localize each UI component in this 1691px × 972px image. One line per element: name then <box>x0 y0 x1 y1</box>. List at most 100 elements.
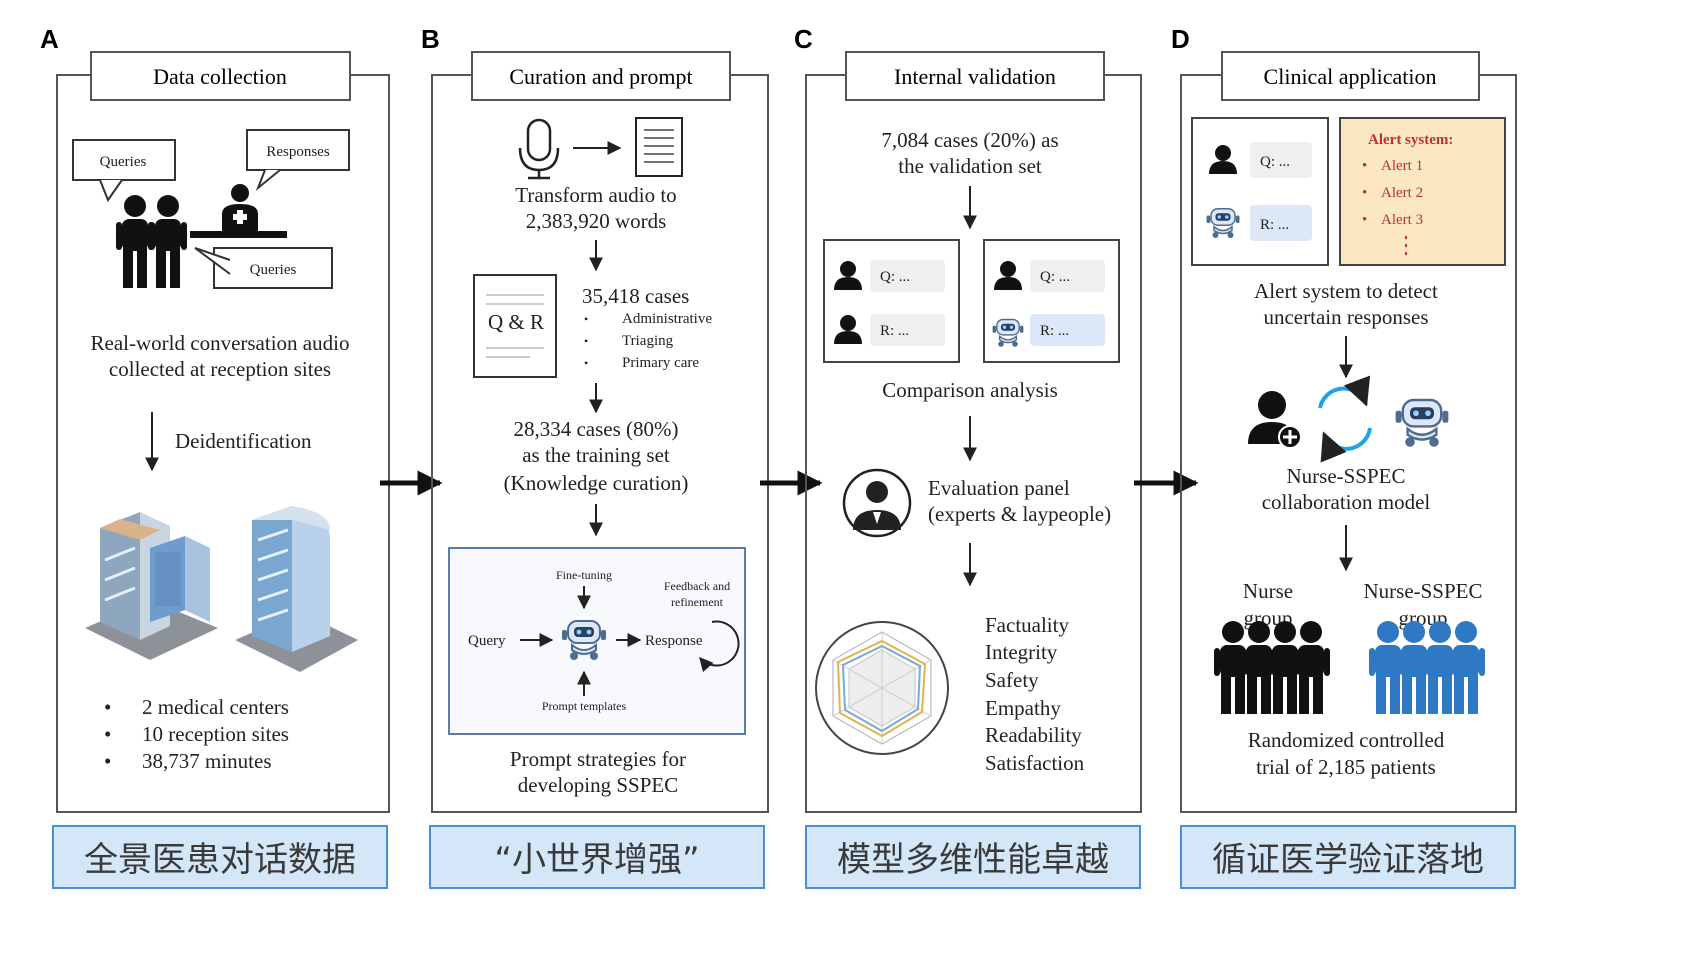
metric-safety: Safety <box>985 668 1039 692</box>
comparison-label: Comparison analysis <box>882 378 1058 402</box>
response-label: Response <box>645 633 703 649</box>
bullet-dot: • <box>104 749 111 773</box>
alert-title: Alert system: <box>1368 132 1453 148</box>
alert-2: Alert 2 <box>1381 185 1423 201</box>
bullet-dot: • <box>584 312 588 326</box>
feedback-label-2: refinement <box>671 595 724 609</box>
training-line-3: (Knowledge curation) <box>504 471 689 495</box>
alert-1: Alert 1 <box>1381 158 1423 174</box>
bullet-reception-sites: 10 reception sites <box>142 722 289 746</box>
panel-c: C Internal validation 7,084 cases (20%) … <box>794 24 1142 889</box>
svg-text:Queries: Queries <box>100 154 147 170</box>
strategies-line-1: Prompt strategies for <box>510 747 686 771</box>
metric-readability: Readability <box>985 723 1082 747</box>
panel-a-letter: A <box>40 24 59 54</box>
panel-c-header: Internal validation <box>894 64 1056 89</box>
case-type-administrative: Administrative <box>622 311 712 327</box>
bullet-dot: • <box>584 334 588 348</box>
nurse-group-icon <box>1214 621 1330 714</box>
hospital-building-icon <box>85 512 218 660</box>
refresh-icon <box>699 620 740 673</box>
fine-tuning-label: Fine-tuning <box>556 568 612 582</box>
metric-integrity: Integrity <box>985 640 1058 664</box>
panel-c-footer: 模型多维性能卓越 <box>837 840 1109 880</box>
nurse-sspec-group-icon <box>1369 621 1485 714</box>
responses-bubble: Responses <box>246 129 350 192</box>
bullet-medical-centers: 2 medical centers <box>142 695 289 719</box>
panel-d-header: Clinical application <box>1264 64 1437 89</box>
bullet-minutes: 38,737 minutes <box>142 749 272 773</box>
panel-line-2: (experts & laypeople) <box>928 502 1111 526</box>
training-line-1: 28,334 cases (80%) <box>513 417 678 441</box>
validation-line-2: the validation set <box>898 154 1042 178</box>
cases-total: 35,418 cases <box>582 284 689 308</box>
svg-text:Q & R: Q & R <box>488 310 544 334</box>
panel-b-header: Curation and prompt <box>509 64 692 89</box>
panel-d-footer: 循证医学验证落地 <box>1212 840 1484 880</box>
bullet-dot: • <box>1362 185 1367 201</box>
panel-a: A Data collection Queries Responses Quer… <box>40 24 390 889</box>
svg-text:Q: ...: Q: ... <box>1260 154 1290 170</box>
trial-line-2: trial of 2,185 patients <box>1256 755 1436 779</box>
panel-a-footer-box <box>52 825 388 889</box>
metric-empathy: Empathy <box>985 696 1061 720</box>
collab-line-2: collaboration model <box>1262 490 1431 514</box>
panel-a-header: Data collection <box>153 64 287 89</box>
panel-a-desc-1: Real-world conversation audio <box>91 331 350 355</box>
metric-factuality: Factuality <box>985 613 1069 637</box>
bullet-dot: • <box>1362 212 1367 228</box>
alert-3: Alert 3 <box>1381 212 1423 228</box>
panel-d-letter: D <box>1171 24 1190 54</box>
bullet-dot: • <box>104 695 111 719</box>
panel-c-letter: C <box>794 24 813 54</box>
svg-text:Q: ...: Q: ... <box>1040 269 1070 285</box>
panel-d: D Clinical application Q: ... R: ... Ale… <box>1171 24 1517 889</box>
qr-document-icon: Q & R <box>473 274 557 378</box>
panel-b-letter: B <box>421 24 440 54</box>
metric-satisfaction: Satisfaction <box>985 751 1085 775</box>
radar-chart-icon <box>815 621 949 755</box>
transform-line-2: 2,383,920 words <box>526 209 667 233</box>
group2-line-1: Nurse-SSPEC <box>1363 579 1482 603</box>
bullet-dot: • <box>1362 158 1367 174</box>
panel-a-desc-2: collected at reception sites <box>109 357 331 381</box>
svg-text:R: ...: R: ... <box>1040 323 1069 339</box>
deidentification-label: Deidentification <box>175 429 312 453</box>
reception-desk <box>190 231 287 238</box>
panel-a-footer: 全景医患对话数据 <box>84 840 356 880</box>
bullet-dot: • <box>584 356 588 370</box>
queries-bubble-1: Queries <box>72 139 176 203</box>
alert-system-card: Alert system: • Alert 1 • Alert 2 • Aler… <box>1339 117 1506 266</box>
svg-text:Queries: Queries <box>250 262 297 278</box>
svg-text:R: ...: R: ... <box>1260 217 1289 233</box>
document-icon <box>635 117 683 177</box>
query-label: Query <box>468 633 506 649</box>
panel-b-footer: “小世界增强” <box>494 840 699 880</box>
prompt-templates-label: Prompt templates <box>542 699 627 713</box>
nurse-plus-icon <box>1248 391 1302 449</box>
panel-d-footer-box <box>1180 825 1516 889</box>
sync-cycle-icon <box>1318 375 1372 463</box>
panel-line-1: Evaluation panel <box>928 476 1070 500</box>
queries-bubble-2: Queries <box>194 247 333 289</box>
chat-card: Q: ... R: ... <box>1191 117 1329 266</box>
case-type-triaging: Triaging <box>622 333 674 349</box>
panel-b: B Curation and prompt Transform audio to… <box>421 24 769 889</box>
transform-line-1: Transform audio to <box>515 183 676 207</box>
alert-desc-2: uncertain responses <box>1263 305 1428 329</box>
strategies-line-2: developing SSPEC <box>518 773 678 797</box>
group1-line-1: Nurse <box>1243 579 1293 603</box>
robot-icon <box>1394 398 1450 448</box>
comparison-card-model: Q: ... R: ... <box>983 239 1120 363</box>
microphone-icon <box>518 118 560 180</box>
svg-text:Responses: Responses <box>266 144 329 160</box>
nurse-icon <box>222 184 258 236</box>
evaluator-avatar-icon <box>842 468 912 538</box>
alert-desc-1: Alert system to detect <box>1254 279 1438 303</box>
comparison-card-human: Q: ... R: ... <box>823 239 960 363</box>
training-line-2: as the training set <box>522 443 670 467</box>
panel-c-footer-box <box>805 825 1141 889</box>
collab-line-1: Nurse-SSPEC <box>1286 464 1405 488</box>
svg-text:Q: ...: Q: ... <box>880 269 910 285</box>
